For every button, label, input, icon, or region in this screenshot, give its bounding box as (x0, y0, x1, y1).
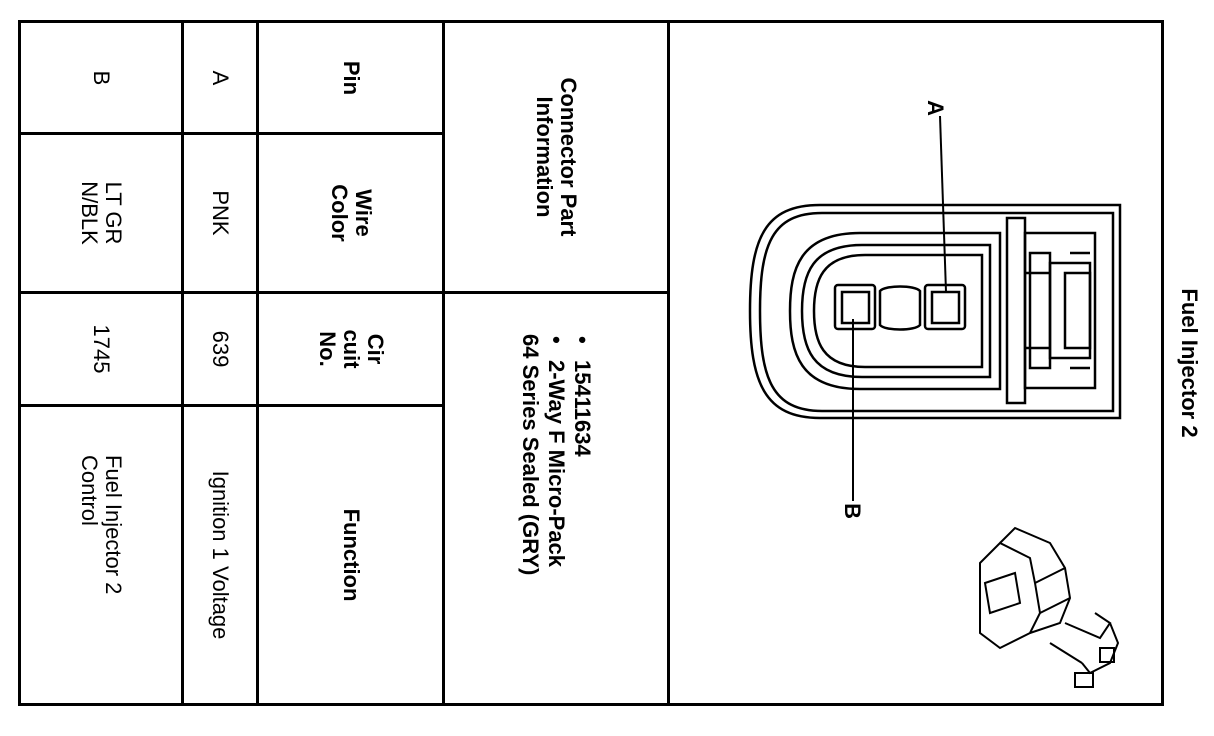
connector-3d-icon (979, 526, 1120, 688)
column-divider (256, 20, 259, 706)
row-a-function: Ignition 1 Voltage (208, 470, 233, 640)
frame-left-border (18, 20, 21, 706)
row-b-circuit-cell: 1745 (21, 294, 181, 404)
row-b-pin-cell: B (21, 23, 181, 132)
connector-parts: 15411634 2-Way F Micro-Pack 64 Series Se… (517, 334, 595, 664)
header-wire-color: Wire Color (326, 184, 376, 242)
header-function-cell: Function (259, 407, 442, 703)
header-pin-cell: Pin (259, 23, 442, 132)
frame-top-border (18, 20, 1164, 23)
callout-b-label: B (840, 503, 865, 519)
callout-a-label: A (923, 100, 948, 116)
header-wire-color-cell: Wire Color (259, 135, 442, 291)
row-b-wire-color: LT GRN/BLK (77, 181, 126, 245)
frame-right-border (1161, 20, 1164, 706)
row-b-circuit-no: 1745 (89, 324, 114, 374)
column-divider (442, 20, 445, 706)
header-circuit-cell: Cir cuit No. (259, 294, 442, 404)
header-circuit-no: Cir cuit No. (314, 329, 388, 369)
part-series: 64 Series Sealed (GRY) (518, 333, 543, 575)
row-a-circuit-cell: 639 (184, 294, 256, 404)
connector-diagram: A B (670, 23, 1161, 703)
column-divider (181, 20, 184, 706)
header-pin: Pin (338, 60, 364, 95)
frame-bottom-border (18, 703, 1164, 706)
row-divider (18, 404, 444, 407)
row-a-pin: A (208, 70, 233, 85)
row-a-function-cell: Ignition 1 Voltage (184, 407, 256, 703)
connector-parts-cell: 15411634 2-Way F Micro-Pack 64 Series Se… (445, 294, 667, 703)
row-b-pin: B (89, 70, 114, 85)
page-title: Fuel Injector 2 (1177, 288, 1202, 438)
header-function: Function (338, 508, 364, 602)
row-divider (18, 291, 668, 294)
part-type: 2-Way F Micro-Pack (543, 334, 569, 664)
connector-face-drawing: A B (748, 100, 1122, 688)
connector-heading-cell: Connector Part Information (445, 23, 667, 291)
callout-a-leader (939, 115, 947, 293)
page-title-cell: Fuel Injector 2 (1164, 23, 1214, 703)
row-a-circuit-no: 639 (208, 330, 233, 368)
connector-heading: Connector Part Information (532, 77, 581, 237)
row-a-wire-color: PNK (208, 190, 233, 236)
row-b-function: Fuel Injector 2 Control (77, 455, 126, 595)
row-divider (18, 132, 444, 135)
part-number: 15411634 (569, 334, 595, 664)
row-a-wire-cell: PNK (184, 135, 256, 291)
row-a-pin-cell: A (184, 23, 256, 132)
row-b-wire-cell: LT GRN/BLK (21, 135, 181, 291)
row-b-function-cell: Fuel Injector 2 Control (21, 407, 181, 703)
column-divider (667, 20, 670, 706)
